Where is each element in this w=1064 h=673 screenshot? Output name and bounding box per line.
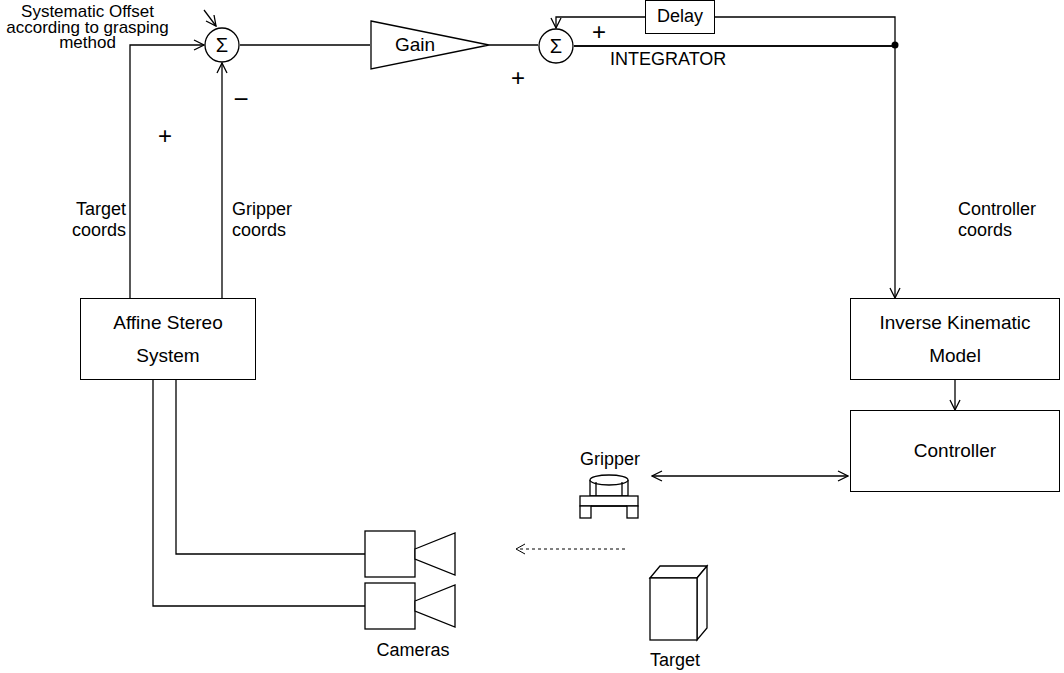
node-text: Controller <box>914 434 996 467</box>
part-name: Target <box>640 650 710 671</box>
gain-amplifier: Gain <box>370 20 490 70</box>
signal-line <box>240 44 370 45</box>
gripper-symbol <box>580 475 638 518</box>
camera-wire <box>153 380 365 606</box>
camera-symbol <box>365 531 455 629</box>
signal-name: Controller coords <box>958 199 1062 240</box>
node-text: Gain <box>395 28 435 61</box>
camera-wire <box>176 380 365 554</box>
controller-box: Controller <box>850 410 1060 492</box>
sign-mark: − <box>231 86 251 112</box>
node-text: Σ <box>550 36 562 56</box>
target-block <box>650 566 707 640</box>
signal-line <box>954 380 955 410</box>
summing-junction: Σ <box>204 27 240 63</box>
node-text: Inverse Kinematic Model <box>859 306 1051 373</box>
part-name: Cameras <box>365 640 461 661</box>
node-text: Delay <box>657 6 703 28</box>
stereo-system-box: Affine Stereo System <box>80 298 256 380</box>
view-arrow <box>517 549 625 550</box>
signal-line <box>574 46 895 298</box>
kinematic-model-box: Inverse Kinematic Model <box>850 298 1060 380</box>
view-arrowhead <box>516 544 525 554</box>
sign-mark: + <box>589 20 609 44</box>
delay-box: Delay <box>645 0 715 34</box>
signal-line <box>221 63 222 298</box>
control-link <box>652 475 848 476</box>
signal-name: Gripper coords <box>232 199 312 240</box>
node-text: Affine Stereo System <box>89 306 247 373</box>
signal-name: Target coords <box>50 199 126 240</box>
block-name: INTEGRATOR <box>610 49 750 70</box>
signal-line <box>574 17 895 46</box>
offset-note: Systematic Offset according to grasping … <box>0 4 175 51</box>
sign-mark: + <box>155 124 175 148</box>
signal-line <box>489 44 538 45</box>
part-name: Gripper <box>575 449 645 470</box>
node-text: Σ <box>216 35 228 55</box>
sign-mark: + <box>508 66 528 90</box>
signal-line <box>130 45 204 298</box>
summing-junction: Σ <box>538 28 574 64</box>
offset-arrow <box>204 10 216 26</box>
